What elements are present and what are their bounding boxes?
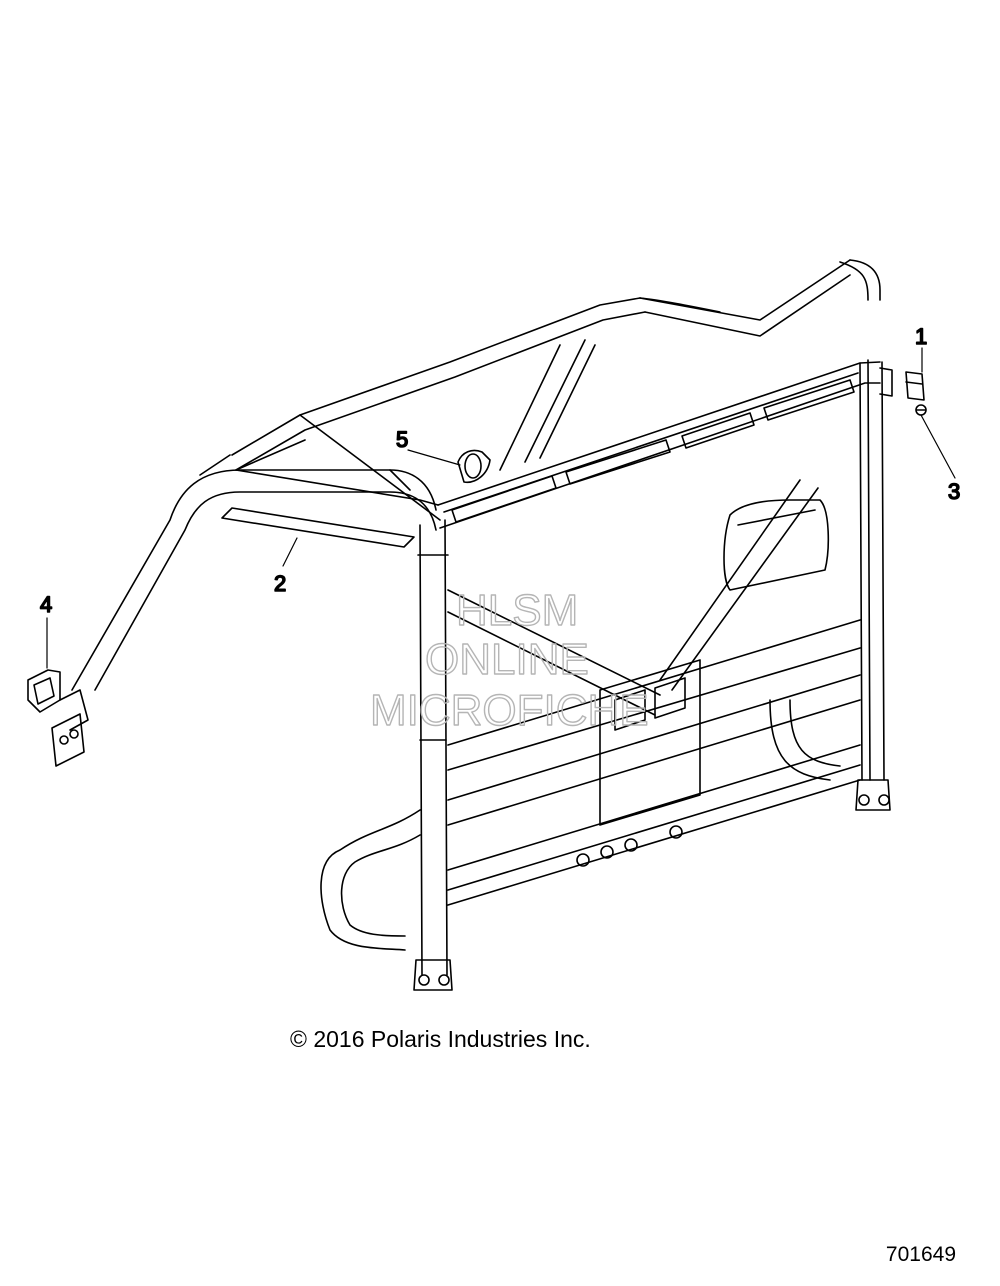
callout-1: 1 bbox=[915, 324, 927, 349]
callout-3: 3 bbox=[948, 479, 960, 504]
svg-text:ONLINE: ONLINE bbox=[425, 635, 589, 684]
part-2-strip bbox=[221, 507, 415, 548]
svg-text:MICROFICHE: MICROFICHE bbox=[370, 686, 649, 735]
figure-number: 701649 bbox=[885, 1243, 956, 1266]
part-3-screw bbox=[915, 404, 927, 416]
rear-left-roll-tube bbox=[71, 454, 437, 691]
part-4-mount bbox=[27, 669, 89, 767]
watermark: HLSM ONLINE MICROFICHE bbox=[369, 585, 649, 735]
leader-lines bbox=[46, 347, 956, 669]
right-bracket-bottom bbox=[769, 699, 841, 781]
front-right-pillar bbox=[855, 359, 893, 811]
seat-back bbox=[723, 499, 830, 591]
copyright-notice: © 2016 Polaris Industries Inc. bbox=[290, 1026, 591, 1052]
side-step-tube bbox=[320, 809, 421, 951]
svg-text:HLSM: HLSM bbox=[456, 586, 578, 635]
part-5-grommet bbox=[457, 449, 491, 484]
part-1-bracket bbox=[905, 371, 925, 401]
callout-2: 2 bbox=[274, 571, 286, 596]
front-left-pillar bbox=[413, 519, 453, 991]
callout-5: 5 bbox=[396, 427, 408, 452]
callout-4: 4 bbox=[40, 592, 52, 617]
roof-frame bbox=[231, 259, 881, 529]
